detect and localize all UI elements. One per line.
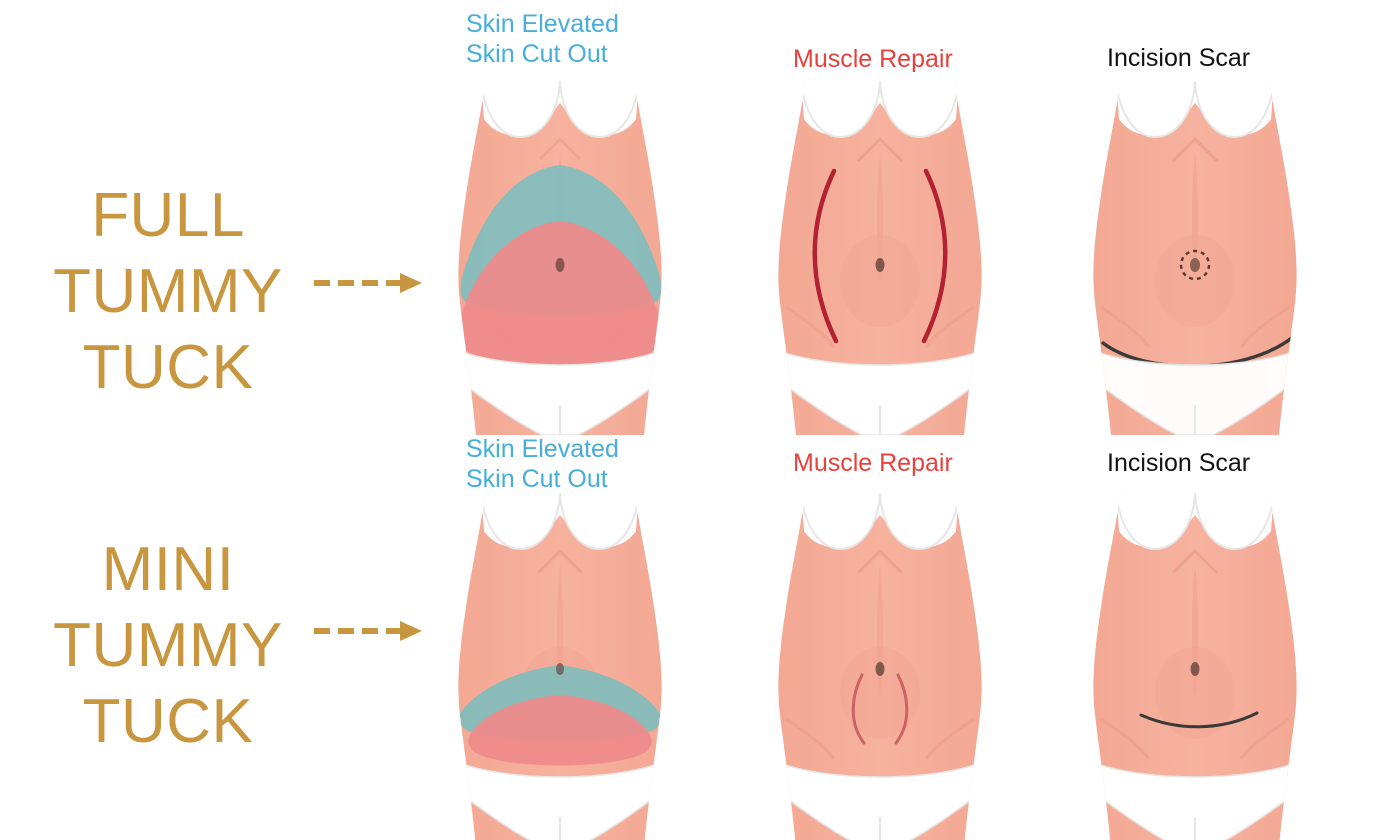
navel-dashed-circle (1179, 249, 1211, 281)
bra-garment (458, 489, 662, 551)
caption-muscle-repair-mini: Muscle Repair (793, 449, 953, 477)
bra-garment (778, 489, 982, 551)
bikini-garment (778, 757, 982, 840)
bikini-garment (778, 345, 982, 435)
figure-mini-muscle-repair (730, 487, 1030, 840)
incision-scar-short (1139, 711, 1259, 729)
navel (555, 258, 565, 272)
bikini-garment (1093, 757, 1297, 840)
navel (875, 258, 885, 272)
bra-garment (1093, 489, 1297, 551)
navel (1190, 258, 1200, 272)
bikini-garment (458, 345, 662, 435)
navel (1190, 662, 1200, 676)
bra-garment (1093, 77, 1297, 139)
caption-incision-scar-full: Incision Scar (1107, 44, 1251, 72)
caption-skin-elevated-cut-out-mini: Skin Elevated Skin Cut Out (466, 435, 619, 493)
row-title-full-tummy-tuck: FULL TUMMY TUCK (53, 181, 283, 402)
caption-incision-scar-mini: Incision Scar (1107, 449, 1251, 477)
navel (875, 662, 885, 676)
figure-mini-skin-elevated (410, 487, 710, 840)
bikini-garment (458, 757, 662, 840)
caption-muscle-repair-full: Muscle Repair (793, 45, 953, 73)
arrow-full-tummy-tuck (314, 273, 422, 293)
bra-garment (458, 77, 662, 139)
bikini-garment (1093, 345, 1297, 435)
caption-skin-elevated-cut-out-full: Skin Elevated Skin Cut Out (466, 10, 619, 68)
muscle-repair-lines-long (812, 168, 948, 344)
pink-cutout-region (458, 221, 662, 368)
pink-cutout-region-small (468, 695, 652, 766)
figure-full-skin-elevated (410, 75, 710, 435)
navel (556, 663, 564, 675)
figure-full-incision-scar (1045, 75, 1345, 435)
figure-mini-incision-scar (1045, 487, 1345, 840)
figure-full-muscle-repair (730, 75, 1030, 435)
muscle-repair-lines-short (851, 673, 909, 745)
bra-garment (778, 77, 982, 139)
row-title-mini-tummy-tuck: MINI TUMMY TUCK (53, 535, 283, 756)
arrow-mini-tummy-tuck (314, 621, 422, 641)
